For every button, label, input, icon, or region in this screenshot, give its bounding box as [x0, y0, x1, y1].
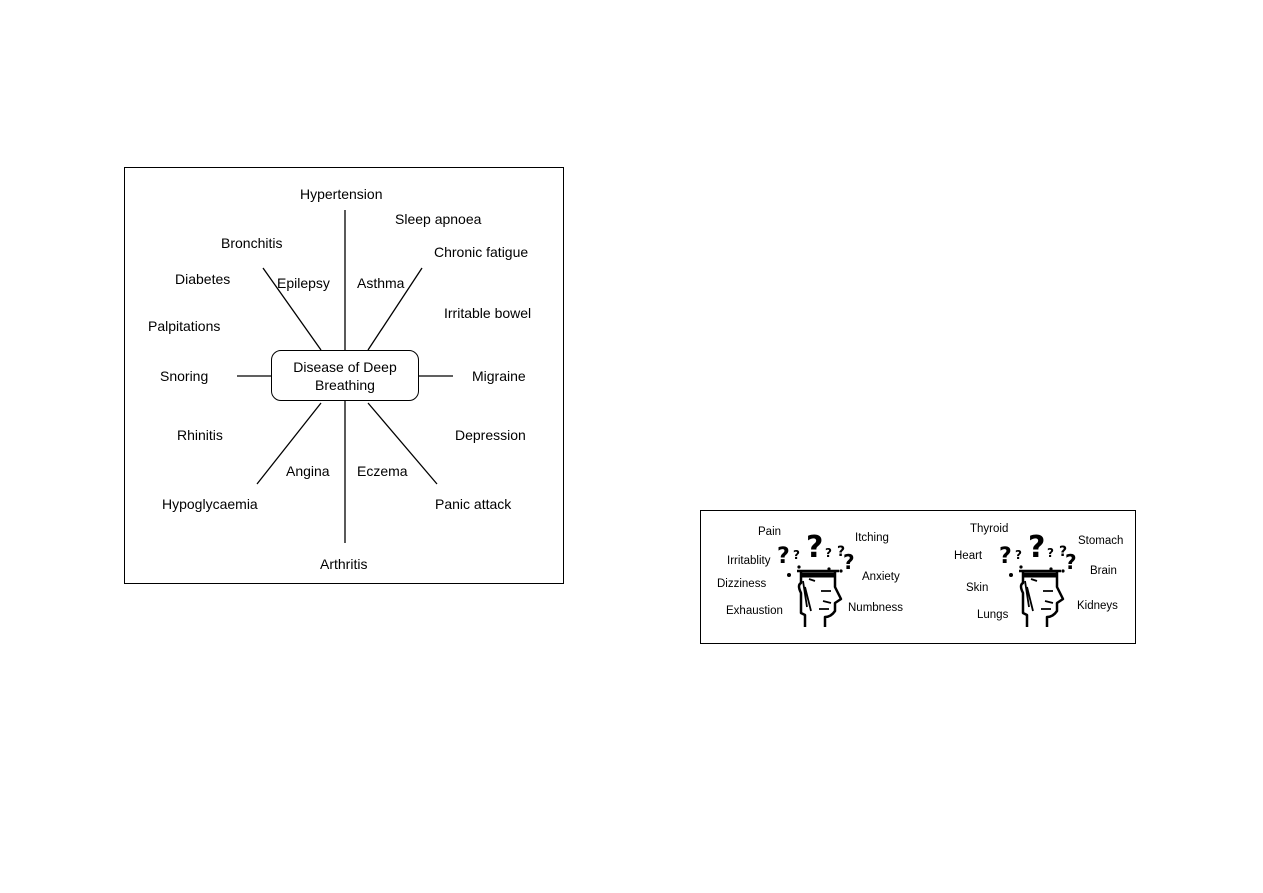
svg-text:?: ?: [793, 548, 800, 562]
label-kidneys: Kidneys: [1077, 600, 1118, 612]
line-lower-right: [367, 402, 438, 485]
label-irritable-bowel: Irritable bowel: [444, 305, 532, 321]
deep-breathing-diagram: Disease of Deep Breathing Hypertension S…: [124, 167, 564, 584]
label-irritablity: Irritablity: [727, 555, 771, 567]
line-lower-left: [256, 402, 322, 485]
label-itching: Itching: [855, 532, 889, 544]
label-thyroid: Thyroid: [970, 523, 1009, 535]
label-bronchitis: Bronchitis: [221, 235, 283, 251]
label-lungs: Lungs: [977, 609, 1009, 621]
svg-text:?: ?: [806, 530, 823, 565]
label-brain: Brain: [1090, 565, 1117, 577]
center-node-line1: Disease of Deep: [293, 358, 397, 375]
label-hypoglycaemia: Hypoglycaemia: [162, 496, 258, 512]
svg-text:?: ?: [837, 544, 845, 560]
confused-head-illustrations: ? ? ? ? ? ? ? ? ? ? ? ?: [777, 530, 1077, 627]
svg-text:?: ?: [1047, 546, 1054, 560]
label-numbness: Numbness: [848, 602, 903, 614]
label-diabetes: Diabetes: [175, 271, 231, 287]
svg-text:?: ?: [999, 544, 1012, 569]
confused-head-right-icon: ? ? ? ? ? ?: [999, 530, 1077, 627]
label-arthritis: Arthritis: [320, 556, 368, 572]
label-sleep-apnoea: Sleep apnoea: [395, 211, 482, 227]
confused-head-left-icon: ? ? ? ? ? ?: [777, 530, 855, 627]
line-upper-right: [367, 267, 423, 351]
label-angina: Angina: [286, 463, 330, 479]
label-skin: Skin: [966, 582, 989, 594]
symptoms-organs-panel: ? ? ? ? ? ? ? ? ? ? ? ?: [700, 510, 1136, 644]
label-anxiety: Anxiety: [862, 571, 900, 583]
label-epilepsy: Epilepsy: [277, 275, 330, 291]
label-exhaustion: Exhaustion: [726, 605, 783, 617]
diagram-connector-lines: [237, 210, 453, 543]
svg-text:?: ?: [843, 550, 855, 574]
label-snoring: Snoring: [160, 368, 209, 384]
label-palpitations: Palpitations: [148, 318, 221, 334]
label-heart: Heart: [954, 550, 983, 562]
svg-text:?: ?: [1059, 544, 1067, 560]
label-chronic-fatigue: Chronic fatigue: [434, 244, 529, 260]
line-upper-left: [262, 267, 322, 351]
center-node-line2: Breathing: [315, 376, 375, 393]
svg-text:?: ?: [825, 546, 832, 560]
label-migraine: Migraine: [472, 368, 526, 384]
label-asthma: Asthma: [357, 275, 405, 291]
svg-text:?: ?: [1065, 550, 1077, 574]
label-depression: Depression: [455, 427, 526, 443]
label-dizziness: Dizziness: [717, 578, 767, 590]
label-panic-attack: Panic attack: [435, 496, 512, 512]
label-stomach: Stomach: [1078, 535, 1124, 547]
label-rhinitis: Rhinitis: [177, 427, 223, 443]
label-eczema: Eczema: [357, 463, 408, 479]
center-node: Disease of Deep Breathing: [271, 350, 419, 401]
label-hypertension: Hypertension: [300, 186, 383, 202]
svg-text:?: ?: [777, 544, 790, 569]
svg-text:?: ?: [1028, 530, 1045, 565]
label-pain: Pain: [758, 526, 782, 538]
svg-text:?: ?: [1015, 548, 1022, 562]
